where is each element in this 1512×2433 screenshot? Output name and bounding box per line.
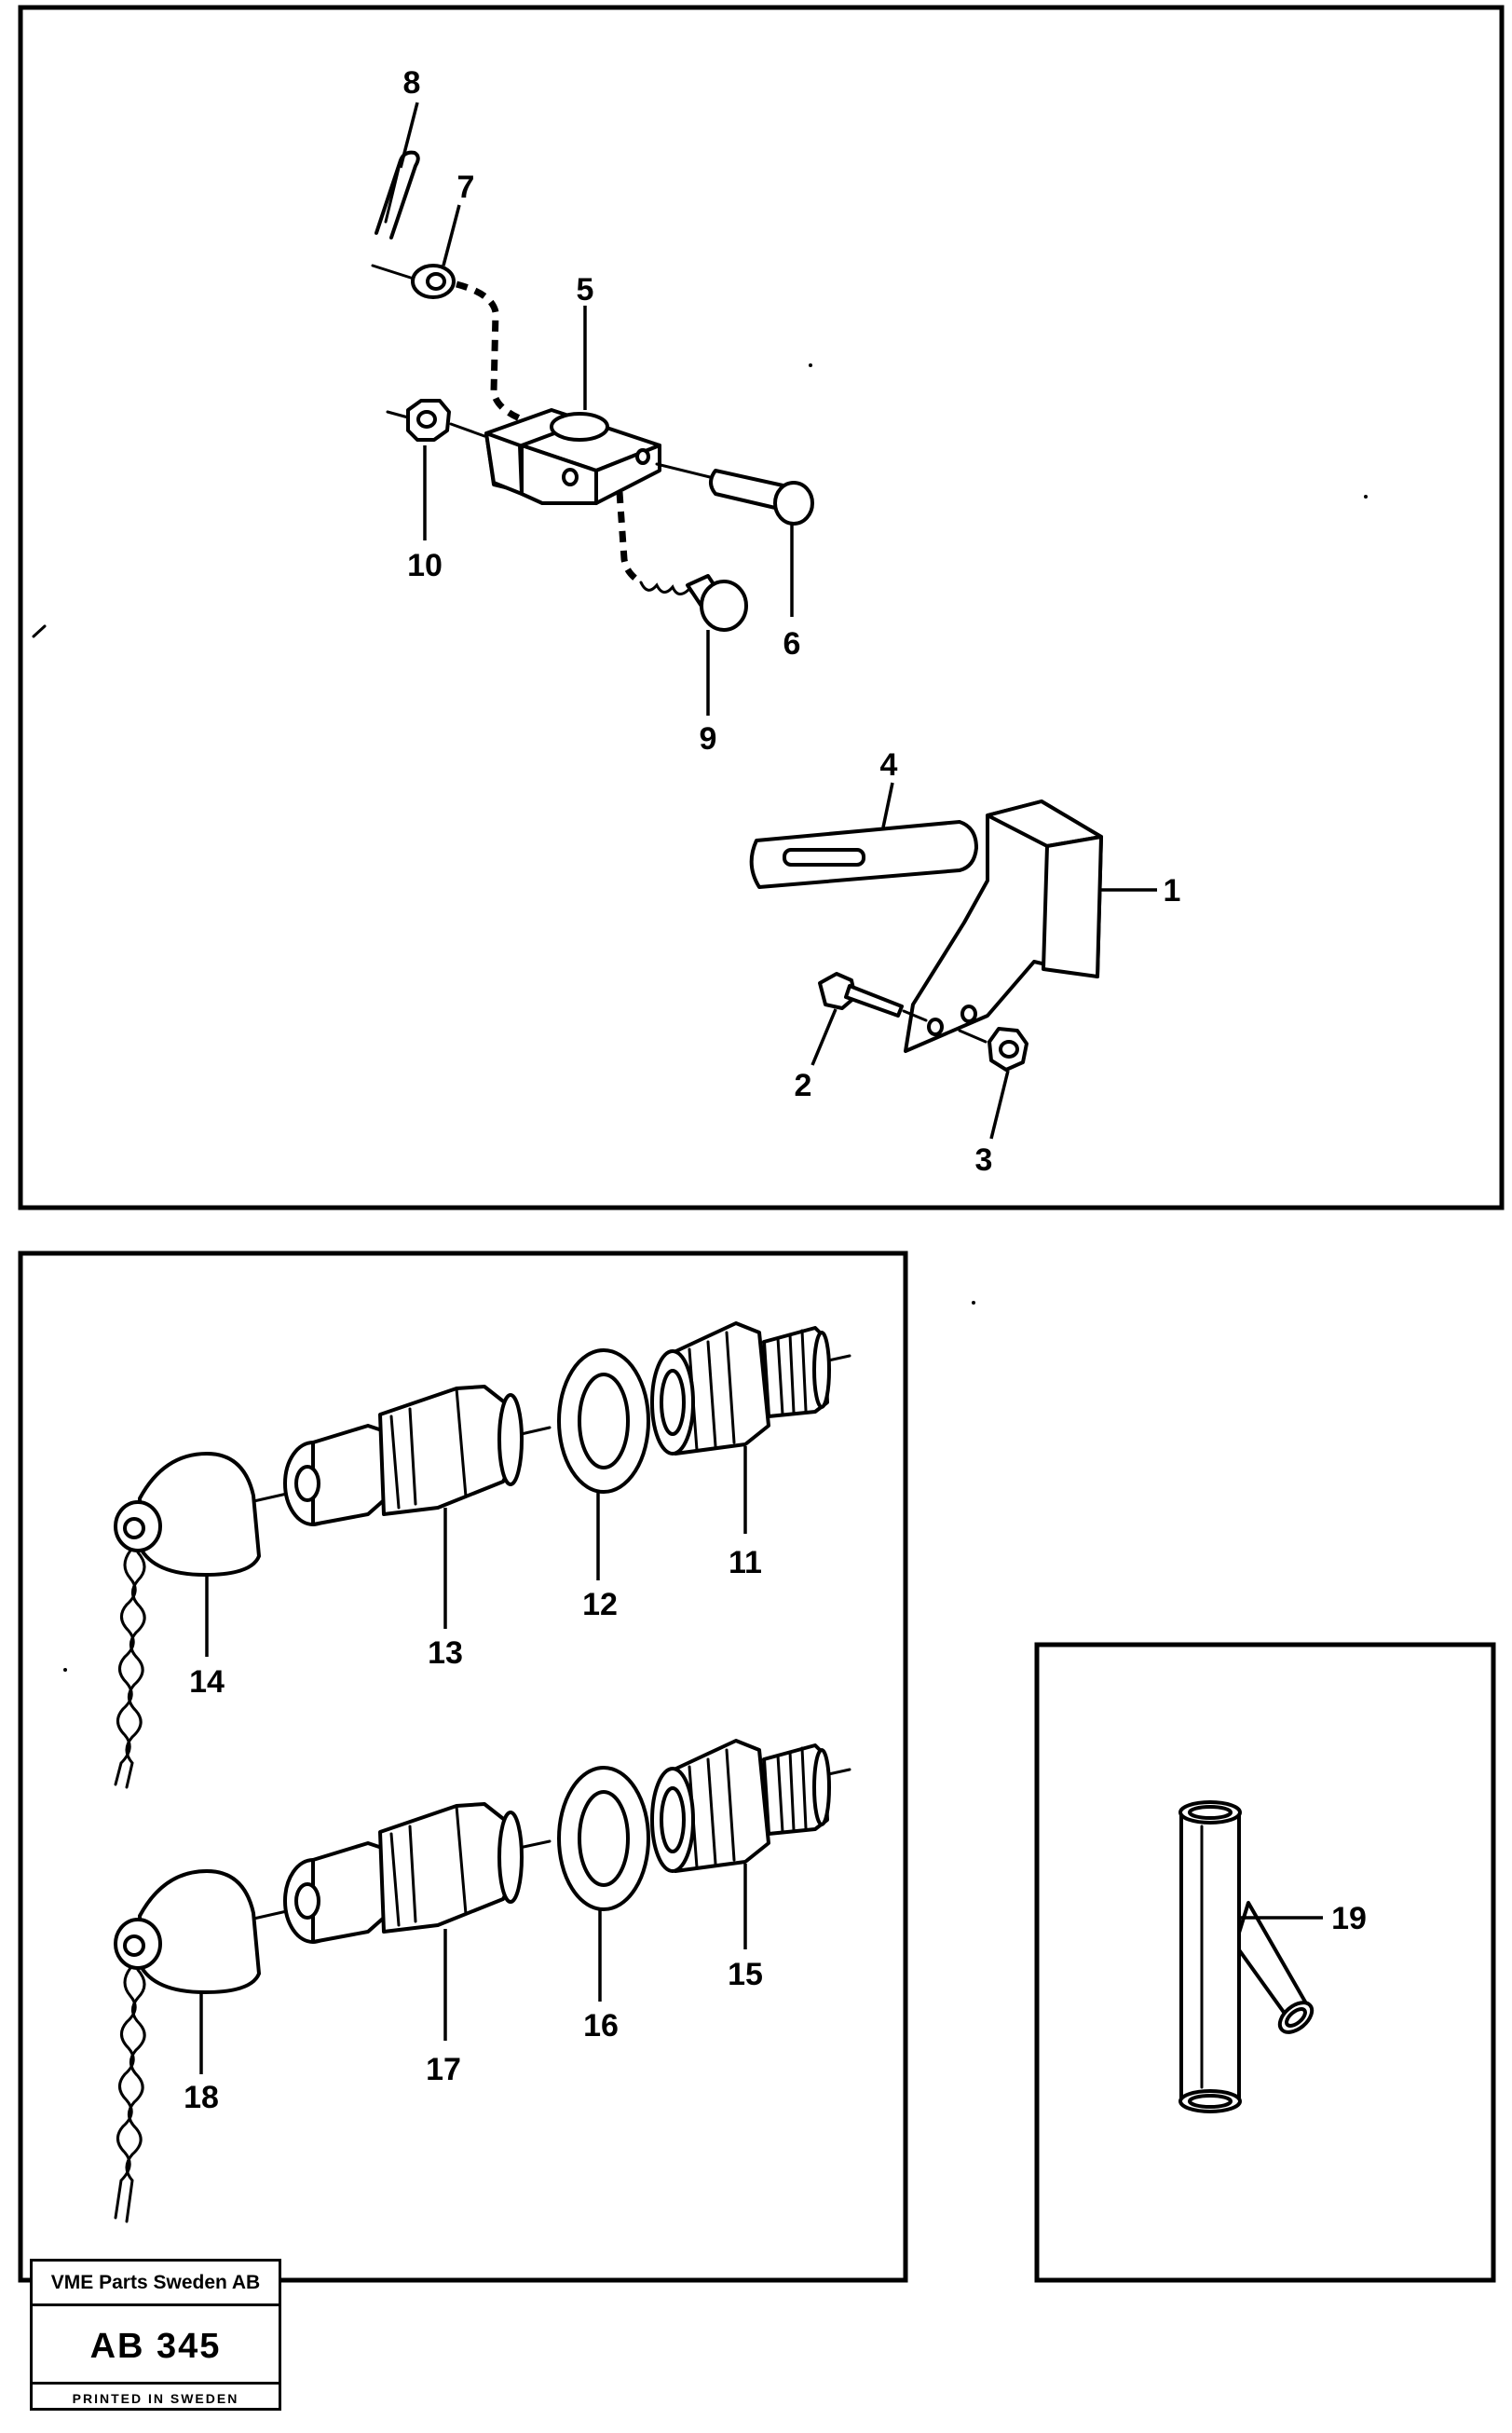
nut-part-10 <box>386 399 486 442</box>
callout-11: 11 <box>729 1545 762 1580</box>
leader-8 <box>399 102 419 169</box>
panel-top-frame <box>18 5 1505 1210</box>
callout-9: 9 <box>700 721 717 757</box>
callout-6: 6 <box>783 626 801 662</box>
callout-13: 13 <box>428 1635 463 1671</box>
callout-17: 17 <box>426 2052 461 2087</box>
callout-5: 5 <box>577 272 594 308</box>
callout-10: 10 <box>407 548 443 583</box>
bolt-part-9 <box>639 574 748 632</box>
panel-y-pipe-frame <box>1034 1642 1496 2283</box>
clamp-block-part-5 <box>484 408 661 505</box>
callout-14: 14 <box>189 1664 225 1700</box>
assembly-line-7-5 <box>456 280 524 423</box>
callout-18: 18 <box>184 2080 219 2115</box>
slotted-plate-part-4 <box>749 820 978 889</box>
leader-4 <box>881 782 894 828</box>
dust-cap-part-18 <box>114 1869 261 2223</box>
chain-line-part-9 <box>616 491 643 585</box>
leader-3 <box>989 1070 1010 1140</box>
callout-1: 1 <box>1164 873 1181 909</box>
coupling-nipple-part-13 <box>283 1385 524 1526</box>
callout-19: 19 <box>1331 1901 1367 1936</box>
leader-7 <box>442 204 461 267</box>
angle-bracket-part-1 <box>904 800 1103 1053</box>
coupling-nipple-part-17 <box>283 1802 524 1944</box>
sealing-washer-part-12 <box>557 1348 650 1494</box>
title-stamp: VME Parts Sweden AB AB 345 PRINTED IN SW… <box>30 2259 281 2411</box>
hex-bolt-part-2 <box>818 972 928 1022</box>
callout-8: 8 <box>403 65 421 101</box>
threaded-adapter-part-15 <box>650 1739 831 1873</box>
pin-part-6 <box>655 462 814 526</box>
washer-part-7 <box>371 264 456 299</box>
callout-4: 4 <box>880 747 898 783</box>
split-pin-part <box>375 150 420 239</box>
callout-2: 2 <box>795 1068 812 1103</box>
y-pipe-part-19 <box>1178 1800 1314 2113</box>
company-name: VME Parts Sweden AB <box>33 2262 279 2306</box>
callout-3: 3 <box>975 1142 993 1178</box>
callout-12: 12 <box>582 1587 618 1622</box>
sealing-washer-part-16 <box>557 1766 650 1911</box>
callout-7: 7 <box>457 170 475 205</box>
printed-note: PRINTED IN SWEDEN <box>72 2391 239 2406</box>
drawing-code: AB 345 <box>33 2308 279 2385</box>
panel-couplings-frame <box>18 1251 908 2283</box>
dust-cap-part-14 <box>114 1452 261 1789</box>
lock-nut-part-3 <box>958 1027 1028 1072</box>
callout-16: 16 <box>583 2008 619 2043</box>
threaded-adapter-part-11 <box>650 1321 831 1456</box>
leader-2 <box>810 1008 838 1066</box>
callout-15: 15 <box>728 1957 763 1992</box>
